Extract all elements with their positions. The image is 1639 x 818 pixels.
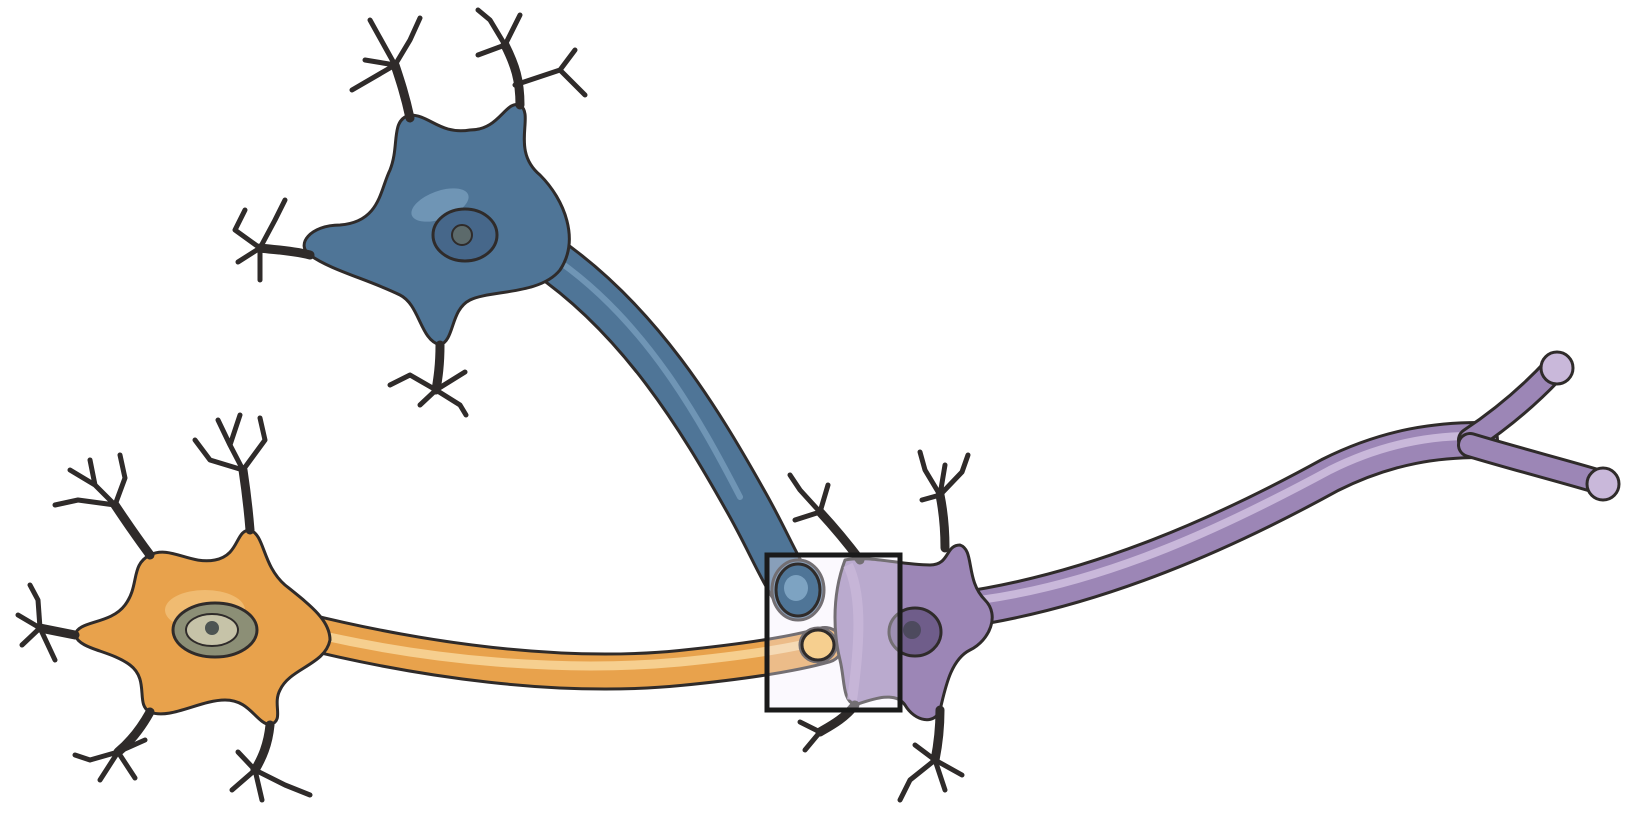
synapse-box [767, 555, 900, 710]
blue-neuron [235, 10, 824, 620]
purple-neuron-axon-terminals [1470, 352, 1619, 500]
purple-neuron [790, 352, 1619, 800]
